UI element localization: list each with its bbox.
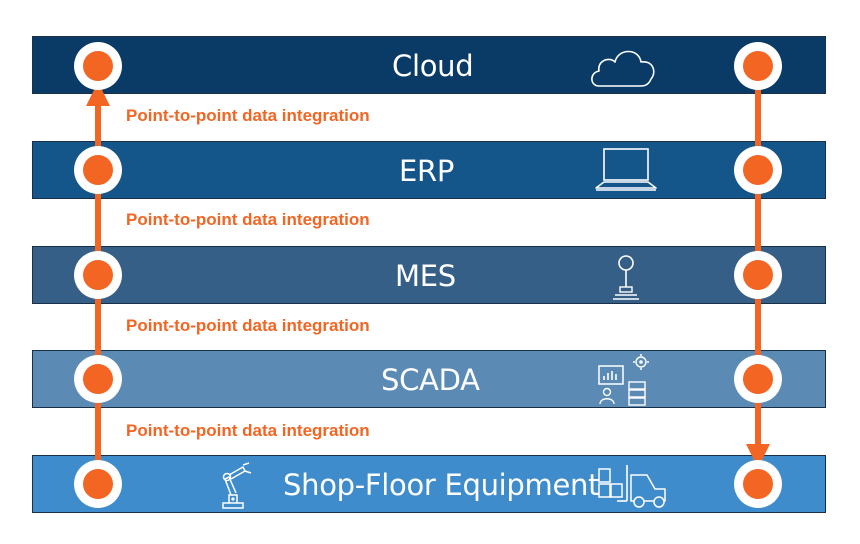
down-arrow-head bbox=[746, 444, 770, 468]
joystick-icon bbox=[613, 255, 639, 300]
robot-arm-icon bbox=[222, 462, 252, 509]
layer-label-erp: ERP bbox=[399, 154, 455, 188]
layer-erp: ERP bbox=[32, 141, 826, 199]
integration-label-erp-mes: Point-to-point data integration bbox=[126, 210, 370, 229]
right-node-erp bbox=[734, 146, 782, 194]
layer-mes: MES bbox=[32, 246, 826, 304]
dashboard-database-icon bbox=[598, 354, 649, 406]
layer-label-scada: SCADA bbox=[381, 363, 480, 397]
layer-cloud: Cloud bbox=[32, 36, 826, 94]
integration-label-scada-shopfloor: Point-to-point data integration bbox=[126, 421, 370, 440]
layer-label-shop-floor-equipment: Shop-Floor Equipment bbox=[283, 468, 600, 502]
right-node-scada bbox=[734, 355, 782, 403]
layer-label-mes: MES bbox=[395, 259, 456, 293]
cloud-icon bbox=[591, 50, 655, 87]
left-node-scada bbox=[74, 355, 122, 403]
left-node-mes bbox=[74, 251, 122, 299]
left-node-shop-floor bbox=[74, 460, 122, 508]
left-node-erp bbox=[74, 146, 122, 194]
integration-label-cloud-erp: Point-to-point data integration bbox=[126, 106, 370, 125]
right-node-cloud bbox=[734, 42, 782, 90]
right-node-mes bbox=[734, 251, 782, 299]
left-node-cloud bbox=[74, 42, 122, 90]
integration-label-mes-scada: Point-to-point data integration bbox=[126, 316, 370, 335]
layer-shop-floor-equipment: Shop-Floor Equipment bbox=[32, 455, 826, 513]
up-arrow-head bbox=[86, 82, 110, 106]
layer-scada: SCADA bbox=[32, 350, 826, 408]
forklift-icon bbox=[598, 465, 666, 508]
laptop-icon bbox=[595, 148, 657, 191]
right-node-shop-floor bbox=[734, 460, 782, 508]
layer-label-cloud: Cloud bbox=[392, 49, 474, 83]
